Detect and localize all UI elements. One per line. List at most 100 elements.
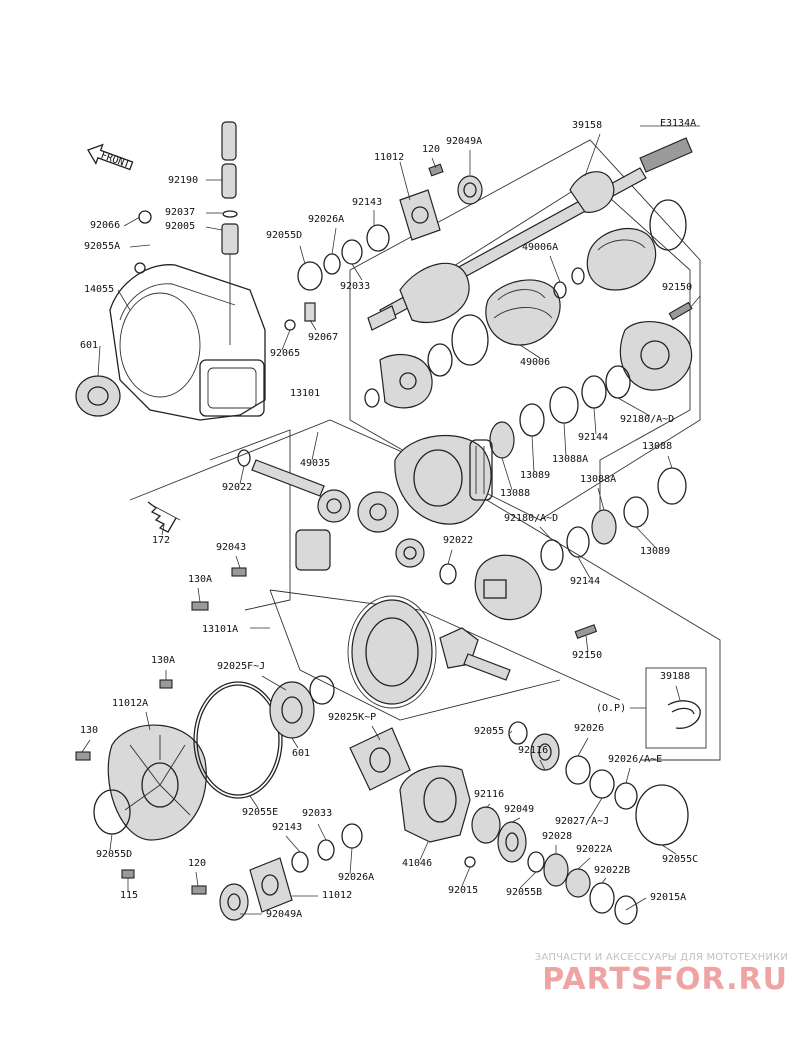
part-callout: 92028: [542, 831, 572, 842]
small-rings-upper: [284, 224, 390, 331]
part-callout: 92055E: [242, 807, 278, 818]
o-ring-large: [193, 681, 283, 799]
part-callout: 92180/A~D: [620, 414, 674, 425]
inner-joint: [364, 354, 433, 409]
part-callout: 13101A: [202, 624, 238, 635]
part-callout: 13101: [290, 388, 320, 399]
part-callout: 92055B: [506, 887, 542, 898]
part-callout: 92033: [340, 281, 370, 292]
part-callout: 92143: [352, 197, 382, 208]
callout-labels: 39158 11012 120 92049A 92190 92143 92037 92066 9…: [80, 120, 698, 920]
front-label: FRONT: [99, 150, 131, 171]
part-callout: 92025K~P: [328, 712, 376, 723]
part-callout: 92043: [216, 542, 246, 553]
part-callout: 92049A: [446, 136, 482, 147]
part-callout: 14055: [84, 284, 114, 295]
part-callout: 92026A: [338, 872, 374, 883]
breather-pipe: [221, 121, 239, 345]
part-callout: 92180/A~D: [504, 513, 558, 524]
spring: [147, 501, 181, 533]
assembly-frames: [129, 139, 721, 761]
front-arrow: FRONT: [87, 143, 134, 171]
pinion-bearings: [471, 721, 638, 925]
part-callout: 92027/A~J: [555, 816, 609, 827]
part-callout: 92055: [474, 726, 504, 737]
part-callout: 92049: [504, 804, 534, 815]
part-callout: 49035: [300, 458, 330, 469]
part-callout: 92065: [270, 348, 300, 359]
part-callout: 120: [188, 858, 206, 869]
part-callout: 115: [120, 890, 138, 901]
part-callout: 92116: [518, 745, 548, 756]
part-callout: 92144: [570, 576, 600, 587]
part-callout: 130: [80, 725, 98, 736]
bearing-601-lower: [269, 675, 335, 739]
part-callout: 49006: [520, 357, 550, 368]
part-callout: 39158: [572, 120, 602, 131]
part-callout: 92037: [165, 207, 195, 218]
part-callout: 92025F~J: [217, 661, 265, 672]
cv-boots: [427, 199, 687, 377]
shim-plate: [349, 727, 411, 791]
part-callout: 92022A: [576, 844, 612, 855]
part-callout: 92026: [574, 723, 604, 734]
part-callout: 92067: [308, 332, 338, 343]
part-callout: 13088: [642, 441, 672, 452]
part-callout: 92022: [222, 482, 252, 493]
clutch-plates-upper: [489, 301, 693, 505]
part-callout: 92055C: [662, 854, 698, 865]
part-callout: 92022B: [594, 865, 630, 876]
pinion-gears: [231, 449, 457, 585]
part-callout: 92005: [165, 221, 195, 232]
part-callout: 92055D: [96, 849, 132, 860]
part-callout: 13089: [520, 470, 550, 481]
clip-39188: [667, 700, 701, 729]
part-callout: 11012: [322, 890, 352, 901]
part-callout: 39188: [660, 671, 690, 682]
part-callout: 13089: [640, 546, 670, 557]
shims-right: [565, 755, 689, 846]
part-callout: 41046: [402, 858, 432, 869]
part-callout: 49006A: [522, 242, 558, 253]
differential-case: [394, 435, 493, 525]
part-callout: 92033: [302, 808, 332, 819]
part-callout: 601: [80, 340, 98, 351]
part-callout: 92015A: [650, 892, 686, 903]
part-callout: 13088: [500, 488, 530, 499]
leader-lines: [81, 125, 701, 915]
watermark-caption: ЗАПЧАСТИ И АКСЕССУАРЫ ДЛЯ МОТОТЕХНИКИ: [534, 952, 788, 963]
part-callout: 92049A: [266, 909, 302, 920]
part-callout: 92150: [662, 282, 692, 293]
part-callout: 92143: [272, 822, 302, 833]
part-callout: 92066: [90, 220, 120, 231]
bearing-601-top: [75, 375, 121, 417]
part-callout: 11012A: [112, 698, 148, 709]
part-callout: 120: [422, 144, 440, 155]
part-callout: (O.P): [596, 703, 626, 714]
part-callout: 13088A: [552, 454, 588, 465]
bevel-housing: [399, 765, 476, 868]
gear-case-cover: [75, 679, 207, 841]
part-callout: 92190: [168, 175, 198, 186]
part-callout: 92026A: [308, 214, 344, 225]
bearing-holder-top: [399, 163, 483, 241]
part-callout: 13088A: [580, 474, 616, 485]
final-gear-case: [109, 210, 266, 421]
holder-right-lower: [191, 496, 649, 639]
part-callout: 92015: [448, 885, 478, 896]
part-callout: 92116: [474, 789, 504, 800]
part-callout: 172: [152, 535, 170, 546]
part-callout: 601: [292, 748, 310, 759]
part-callout: 130A: [151, 655, 175, 666]
part-callout: 92055A: [84, 241, 120, 252]
ring-gear: [347, 595, 511, 709]
watermark-logo: PARTSFOR.RU: [542, 962, 788, 997]
drive-shaft: [367, 137, 693, 331]
part-callout: 11012: [374, 152, 404, 163]
part-callout: 92022: [443, 535, 473, 546]
part-callout: 130A: [188, 574, 212, 585]
part-callout: 92144: [578, 432, 608, 443]
part-callout: 92150: [572, 650, 602, 661]
ref-code: E3134A: [660, 118, 696, 129]
